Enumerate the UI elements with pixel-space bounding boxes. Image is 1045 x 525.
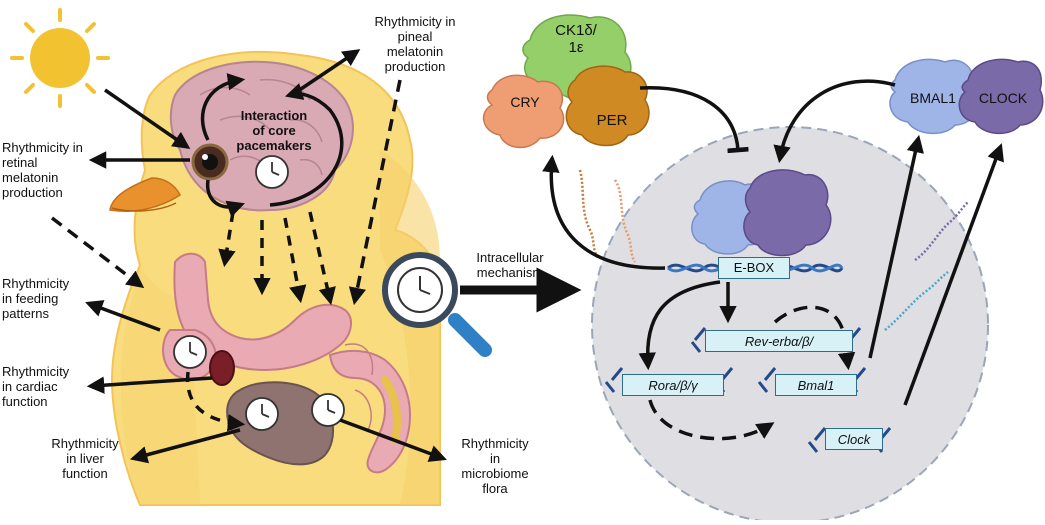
label-cardiac-rhythm: Rhythmicity in cardiac function: [2, 364, 70, 409]
pacemaker-loop-left: [200, 73, 246, 141]
clock-icon: [245, 397, 279, 431]
gene-rev-erb: Rev-erbα/β/: [705, 330, 853, 352]
clock-to-protein: [903, 143, 1004, 406]
per-cry-inhibition: [639, 86, 749, 154]
label-pineal-rhythm: Rhythmicity in pineal melatonin producti…: [374, 14, 456, 74]
cry-protein-label: CRY: [510, 94, 540, 110]
gene-clock: Clock: [825, 428, 883, 450]
cry-protein: [482, 74, 565, 149]
mrna-icon: [578, 169, 969, 331]
arrow-to-microbiome: [339, 418, 447, 462]
ebox-to-rora: [638, 280, 721, 371]
dashed-arrow-retina-feeding: [50, 216, 145, 289]
label-intracellular-mechanism: Intracellular mechanism: [476, 250, 544, 280]
pacemaker-loop-right: [269, 83, 344, 207]
ebox-element: E-BOX: [718, 257, 790, 279]
label-core-pacemakers: Interaction of core pacemakers: [236, 108, 312, 153]
dashed-organ-loop: [185, 371, 246, 432]
dashed-pineal-down: [348, 79, 402, 306]
beak: [109, 177, 181, 212]
per-protein-label: PER: [596, 112, 628, 129]
sun-icon: [10, 8, 110, 108]
gene-bmal1: Bmal1: [775, 374, 857, 396]
dashed-brain-1: [218, 211, 236, 268]
clock-protein-label: CLOCK: [978, 90, 1028, 106]
eye-icon: [191, 143, 229, 181]
feedback-to-complex: [773, 79, 896, 164]
dashed-brain-3: [283, 217, 307, 304]
clock-icon: [255, 155, 289, 189]
arrow-to-liver: [129, 428, 241, 464]
sun-to-eye-arrow: [104, 88, 191, 149]
arrow-to-feeding: [85, 300, 161, 332]
bmal1-protein-label: BMAL1: [910, 90, 956, 106]
ck1-protein-label: CK1δ/ 1ε: [555, 22, 597, 56]
magnifier-icon: [382, 252, 492, 357]
label-retinal-rhythm: Rhythmicity in retinal melatonin product…: [2, 140, 83, 200]
label-feeding-rhythm: Rhythmicity in feeding patterns: [2, 276, 70, 321]
gene-rora: Rora/β/γ: [622, 374, 724, 396]
arrow-to-cardiac: [86, 376, 213, 394]
bmal1-to-protein: [868, 134, 924, 359]
rora-to-bmal1: [648, 399, 775, 441]
clock-icon: [173, 335, 207, 369]
clock-protein: [958, 58, 1044, 134]
label-microbiome-rhythm: Rhythmicity in microbiome flora: [461, 436, 529, 496]
dashed-brain-4: [308, 211, 336, 306]
per-protein: [565, 65, 650, 147]
clock-icon: [397, 267, 443, 313]
clock-complex: [743, 169, 832, 257]
ebox-to-per-cry: [542, 154, 666, 270]
bmal1-protein: [889, 58, 979, 134]
pacemaker-loop-bottom: [205, 179, 245, 218]
label-liver-rhythm: Rhythmicity in liver function: [51, 436, 119, 481]
clock-icon: [311, 393, 345, 427]
